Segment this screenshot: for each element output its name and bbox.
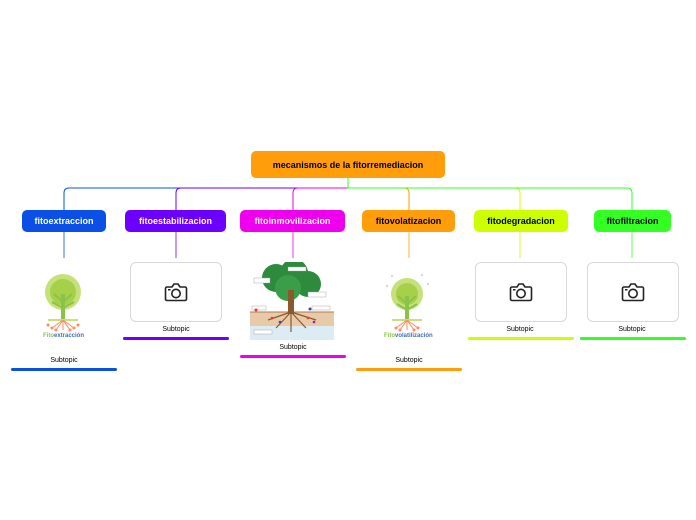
- branch-fitoestabilizacion[interactable]: fitoestabilizacion: [125, 210, 226, 232]
- connector-line: [63, 178, 349, 210]
- fitoinmovilizacion-image[interactable]: [250, 259, 334, 342]
- subtopic-underline: [356, 368, 462, 371]
- caption-part-b: extracción: [54, 333, 85, 339]
- tree-icon: [45, 274, 81, 332]
- caption-part-a: Fito: [43, 333, 54, 339]
- image-caption: Fitoextracción: [43, 333, 84, 339]
- subtopic-underline: [580, 337, 686, 340]
- subtopic-underline: [240, 355, 346, 358]
- camera-icon: [621, 283, 645, 302]
- tree-icon: [386, 274, 429, 332]
- branch-fitoinmovilizacion[interactable]: fitoinmovilizacion: [240, 210, 345, 232]
- camera-icon: [509, 283, 533, 302]
- fitovolatizacion-image[interactable]: Fitovolatilización: [384, 272, 440, 342]
- branch-fitofiltracion[interactable]: fitofiltracion: [594, 210, 671, 232]
- root-topic[interactable]: mecanismos de la fitorremediacion: [251, 151, 445, 178]
- subtopic-label[interactable]: Subtopic: [395, 357, 423, 364]
- subtopic-underline: [11, 368, 117, 371]
- connector-line: [347, 178, 633, 210]
- fitodegradacion-image-placeholder[interactable]: [475, 262, 567, 322]
- subtopic-underline: [123, 337, 229, 340]
- connector-line: [175, 178, 349, 210]
- connector-line: [347, 178, 521, 210]
- caption-part-b: volatilización: [395, 333, 433, 339]
- connector-line: [347, 178, 410, 210]
- image-caption: Fitovolatilización: [384, 333, 433, 339]
- caption-part-a: Fito: [384, 333, 395, 339]
- fitoextraccion-image[interactable]: Fitoextracción: [40, 272, 88, 342]
- subtopic-label[interactable]: Subtopic: [162, 326, 190, 333]
- subtopic-label[interactable]: Subtopic: [618, 326, 646, 333]
- subtopic-label[interactable]: Subtopic: [50, 357, 78, 364]
- branch-fitodegradacion[interactable]: fitodegradacion: [474, 210, 568, 232]
- subtopic-label[interactable]: Subtopic: [279, 344, 307, 351]
- subtopic-label[interactable]: Subtopic: [506, 326, 534, 333]
- connector-line: [292, 178, 349, 210]
- phytoremediation-diagram-icon: [250, 259, 334, 340]
- subtopic-underline: [468, 337, 574, 340]
- branch-fitovolatizacion[interactable]: fitovolatizacion: [362, 210, 455, 232]
- fitofiltracion-image-placeholder[interactable]: [587, 262, 679, 322]
- fitoestabilizacion-image-placeholder[interactable]: [130, 262, 222, 322]
- branch-fitoextraccion[interactable]: fitoextraccion: [22, 210, 106, 232]
- camera-icon: [164, 283, 188, 302]
